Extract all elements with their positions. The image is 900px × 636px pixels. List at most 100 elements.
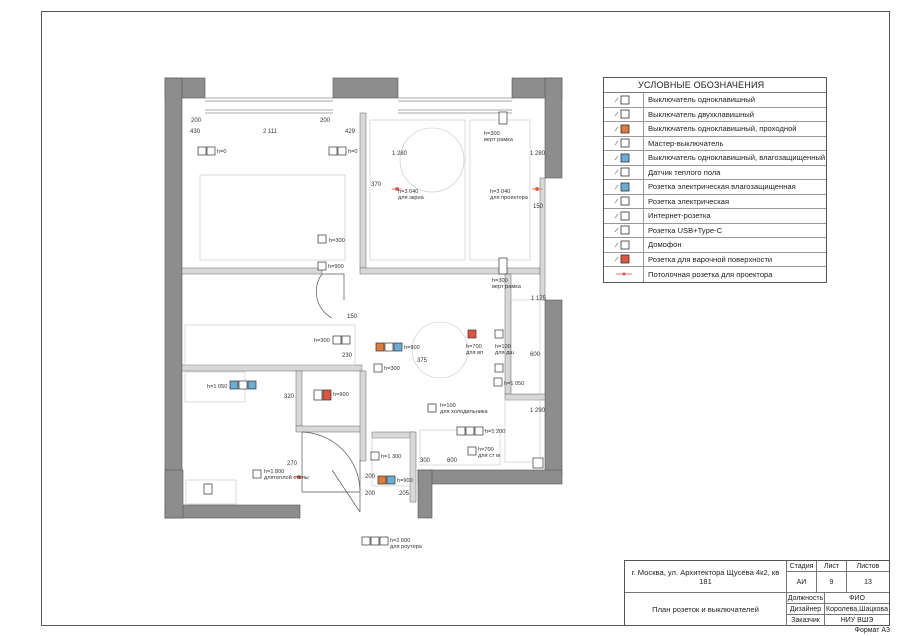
socket-bedroom-300	[317, 234, 327, 244]
sheet-frame	[41, 11, 890, 626]
dim-text: 375	[417, 358, 428, 364]
legend-row: Выключатель двухклавишный	[604, 107, 826, 122]
fridge-socket	[427, 403, 437, 413]
legend-row: Розетка для варочной поверхности	[604, 252, 826, 267]
legend-row: Мастер-выключатель	[604, 136, 826, 151]
waterproof-switch-icon	[604, 151, 644, 165]
router-socket	[361, 536, 389, 546]
legend-label: Розетка USB+Type-C	[648, 225, 723, 235]
designer-value: Королева,Шацкова	[825, 604, 889, 615]
sheet-format: Формат А3	[854, 627, 890, 634]
legend-row: Выключатель одноклавишный	[604, 93, 826, 108]
legend-label: Мастер-выключатель	[648, 138, 724, 148]
mark-label: h=1 050	[504, 381, 524, 387]
dim-text: 150	[533, 204, 544, 210]
mark-label: h=900	[397, 478, 413, 484]
socket-washer	[467, 446, 477, 456]
name-label: ФИО	[825, 593, 889, 604]
mark-label: h=900	[404, 345, 420, 351]
dim-text: 1 280	[530, 151, 546, 157]
legend-row: Выключатель одноклавишный, проходной	[604, 122, 826, 137]
stage-value: АИ	[787, 572, 817, 593]
dim-text: 600	[447, 458, 458, 464]
waterproof-socket-icon	[604, 180, 644, 194]
title-block: г. Москва, ул. Архитектора Щусева 4к2, к…	[624, 560, 890, 626]
legend: УСЛОВНЫЕ ОБОЗНАЧЕНИЯ Выключатель однокла…	[603, 77, 827, 283]
mark-label: h=1 050	[207, 384, 227, 390]
walls	[164, 77, 563, 519]
customer-value: НИУ ВШЭ	[840, 617, 874, 624]
legend-row: Выключатель одноклавишный, влагозащищенн…	[604, 151, 826, 166]
intercom-icon	[604, 238, 644, 252]
customer-label: Заказчик	[787, 615, 825, 626]
mark-label: h=300	[384, 366, 400, 372]
dim-text: 300	[420, 458, 431, 464]
dim-text: 1 280	[392, 151, 408, 157]
dim-text: 200	[191, 118, 202, 124]
socket-kitchen-1050	[493, 377, 503, 387]
legend-label: Датчик теплого пола	[648, 167, 721, 177]
dim-text: 1 175	[531, 296, 547, 302]
bath-switch-1050	[229, 380, 257, 390]
cooktop-socket-icon	[604, 252, 644, 266]
sheet-value: 9	[817, 572, 847, 593]
hall-switch-900	[377, 475, 396, 485]
partitions	[181, 112, 546, 503]
legend-row: Интернет-розетка	[604, 209, 826, 224]
floor-sensor	[203, 483, 213, 495]
corner-outlet	[532, 457, 544, 469]
mark-label: h=300	[314, 338, 330, 344]
usb-socket-icon	[604, 223, 644, 237]
legend-row: Домофон	[604, 238, 826, 253]
stage-label: Стадия	[787, 561, 817, 572]
dim-text: 2 111	[263, 129, 278, 135]
mark-label: h=1 200	[485, 429, 505, 435]
dim-text: 1 290	[530, 408, 546, 414]
legend-row: Розетка USB+Type-C	[604, 223, 826, 238]
double-switch-icon	[604, 107, 644, 121]
sheets-label: Листов	[847, 561, 889, 572]
internet-socket-icon	[604, 209, 644, 223]
dim-text: 320	[284, 394, 295, 400]
legend-label: Выключатель одноклавишный, проходной	[648, 124, 797, 134]
legend-label: Выключатель одноклавишный	[648, 95, 755, 105]
devices	[197, 111, 544, 546]
ceiling-sockets	[294, 187, 542, 479]
socket-bedroom-left	[197, 146, 216, 156]
switch-living-top	[498, 111, 508, 125]
dim-text: 205	[399, 491, 410, 497]
single-switch-icon	[604, 93, 644, 107]
switch-block-900	[375, 342, 403, 352]
dim-text: 200	[365, 474, 376, 480]
mark-label: h=900	[328, 264, 344, 270]
legend-label: Выключатель одноклавишный, влагозащищенн…	[648, 153, 826, 163]
position-label: Должность	[787, 593, 825, 604]
socket-bedroom-right	[328, 146, 347, 156]
ceiling-socket-icon	[604, 267, 644, 282]
socket-dishwasher	[494, 329, 504, 339]
legend-row: Потолочная розетка для проектора	[604, 267, 826, 282]
sheet-label: Лист	[817, 561, 847, 572]
dimensions: 200 430 2 111 200 429 1 280 1 280 370 15…	[190, 118, 547, 497]
doors	[301, 273, 361, 513]
mark-label: h=1 300	[381, 454, 401, 460]
dim-text: 370	[371, 182, 382, 188]
dim-text: 430	[190, 129, 201, 135]
legend-label: Розетка электрическая	[648, 196, 730, 206]
designer-label: Дизайнер	[787, 604, 825, 615]
sheet-title: План розеток и выключателей	[625, 593, 787, 626]
socket-bedroom-900	[317, 261, 327, 271]
legend-label: Розетка электрическая влагозащищенная	[648, 182, 796, 192]
cooktop-socket	[467, 329, 477, 339]
master-switch-icon	[604, 136, 644, 150]
socket-kitchen-300	[494, 363, 504, 373]
sheets-value: 13	[847, 572, 889, 593]
switch-living-bottom	[498, 257, 508, 275]
